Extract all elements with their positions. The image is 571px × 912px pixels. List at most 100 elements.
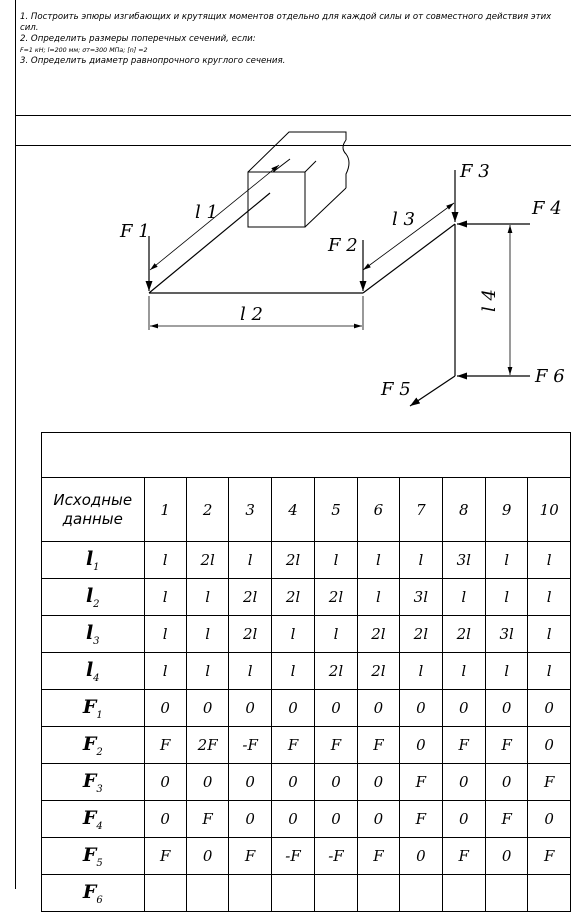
table-cell: l (441, 578, 486, 616)
task-line-4: 3. Определить диаметр равнопрочного круг… (20, 56, 286, 66)
parameter-symbol: F (82, 695, 97, 718)
table-cell: 2l (228, 578, 272, 616)
row-parameter: F1 (41, 689, 145, 727)
parameter-symbol: F (82, 806, 97, 829)
table-cell: 0 (484, 689, 529, 727)
table-cell (185, 874, 230, 912)
table-cell: F (484, 800, 529, 838)
parameter-symbol: l (85, 621, 94, 644)
label-l1: l 1 (195, 202, 218, 223)
table-cell: F (441, 837, 486, 875)
label-l4: l 4 (479, 289, 500, 312)
page-frame (15, 0, 571, 889)
table-cell: l (399, 652, 443, 690)
table-cell: l (143, 652, 187, 690)
table-cell (356, 874, 401, 912)
parameter-symbol: F (82, 732, 97, 755)
table-cell: 0 (185, 763, 230, 801)
table-cell: l (484, 578, 529, 616)
task-line-3: F=1 кН; l=200 мм; σт=300 МПа; [n] =2 (20, 47, 148, 54)
table-cell: 0 (185, 689, 230, 727)
row-parameter: F5 (41, 837, 145, 875)
table-cell: 2l (399, 615, 443, 653)
table-cell: 2l (270, 578, 316, 616)
table-cell: F (356, 726, 401, 764)
table-cell: 0 (185, 837, 230, 875)
table-cell: F (399, 763, 443, 801)
table-cell: -F (314, 837, 358, 875)
table-cell: l (484, 541, 529, 579)
table-cell (484, 874, 529, 912)
table-cell: 2F (185, 726, 230, 764)
parameter-index: 5 (96, 857, 103, 869)
table-cell: l (143, 578, 187, 616)
table-cell: l (228, 541, 272, 579)
table-cell: 0 (270, 689, 316, 727)
table-cell: 0 (228, 689, 272, 727)
parameter-index: 2 (96, 746, 103, 758)
table-cell: 2l (270, 541, 316, 579)
table-cell: 0 (143, 689, 187, 727)
table-cell: l (270, 652, 316, 690)
parameter-symbol: F (82, 880, 97, 903)
diagram-labels: F 1 F 2 F 3 F 4 F 5 F 6 l 1 l 2 l 3 l 4 (119, 161, 565, 400)
table-cell: 0 (356, 800, 401, 838)
table-cell: 2l (441, 615, 486, 653)
parameter-symbol: l (85, 547, 94, 570)
table-cell: l (527, 615, 571, 653)
parameter-index: 2 (93, 598, 100, 610)
table-cell: F (143, 837, 187, 875)
parameter-index: 1 (96, 709, 103, 721)
parameter-index: 4 (96, 820, 103, 832)
table-cell: l (356, 541, 401, 579)
parameter-index: 3 (93, 635, 100, 647)
table-cell: l (314, 541, 358, 579)
table-cell: l (185, 578, 230, 616)
table-cell: 0 (270, 800, 316, 838)
label-F5: F 5 (380, 379, 411, 400)
table-cell: F (441, 726, 486, 764)
table-cell: F (143, 726, 187, 764)
label-l2: l 2 (240, 304, 263, 325)
table-cell: 3l (484, 615, 529, 653)
table-cell (270, 874, 316, 912)
table-cell (399, 874, 443, 912)
table-column-header: 1 (143, 477, 187, 542)
table-column-header: 4 (270, 477, 316, 542)
table-cell: F (356, 837, 401, 875)
table-cell: 0 (314, 689, 358, 727)
table-cell: l (527, 652, 571, 690)
parameter-index: 1 (93, 561, 100, 573)
table-cell: 0 (314, 763, 358, 801)
table-cell: 0 (143, 800, 187, 838)
table-column-header: 10 (527, 477, 571, 542)
table-cell: 0 (484, 763, 529, 801)
row-parameter: l2 (41, 578, 145, 616)
frame-diagram: F 1 F 2 F 3 F 4 F 5 F 6 l 1 l 2 l 3 l 4 (119, 131, 565, 407)
table-cell: l (399, 541, 443, 579)
table-cell: 0 (441, 800, 486, 838)
table-cell: 0 (356, 689, 401, 727)
table-cell: 0 (527, 689, 571, 727)
table-cell: 0 (228, 800, 272, 838)
table-header-label: Исходные данные (41, 477, 145, 542)
label-F6: F 6 (534, 366, 565, 387)
table-cell: 0 (270, 763, 316, 801)
table-cell: 2l (356, 652, 401, 690)
table-cell: l (228, 652, 272, 690)
parameter-index: 6 (96, 894, 103, 906)
table-cell: -F (270, 837, 316, 875)
task-line-1: 1. Построить эпюры изгибающих и крутящих… (20, 12, 552, 33)
table-cell: l (185, 615, 230, 653)
table-column-header: 7 (399, 477, 443, 542)
table-cell: 2l (314, 578, 358, 616)
table-column-header: 8 (441, 477, 486, 542)
label-F4: F 4 (531, 198, 562, 219)
label-l3: l 3 (392, 209, 415, 230)
